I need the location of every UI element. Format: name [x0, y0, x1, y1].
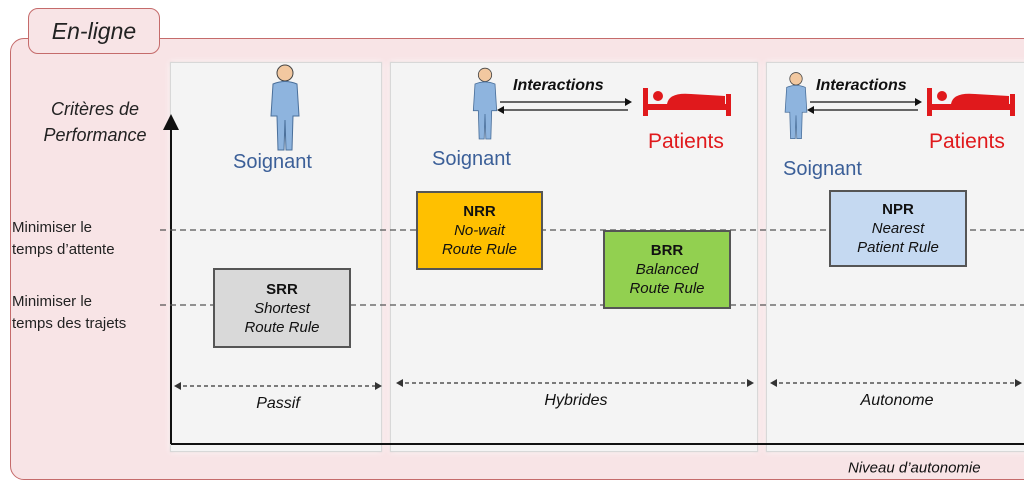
- caregiver-icon: [270, 64, 300, 151]
- panel-passif: [170, 62, 382, 452]
- nrr-code: NRR: [463, 203, 496, 220]
- bed-icon: [643, 88, 731, 116]
- npr-code: NPR: [882, 201, 914, 218]
- y-axis-label-line2: Performance: [43, 125, 147, 145]
- caregiver-label-autonomous: Soignant: [783, 158, 862, 180]
- interactions-label-hybrid: Interactions: [513, 77, 604, 94]
- level-hybrides: Hybrides: [544, 392, 608, 409]
- caregiver-label-hybrid: Soignant: [432, 148, 511, 170]
- y-axis-label-line1: Critères de: [50, 99, 140, 119]
- criterion-travel-line1: Minimiser le: [12, 293, 93, 310]
- caregiver-icon-autonomous: [784, 72, 808, 140]
- criterion-travel: Minimiser le temps des trajets: [12, 291, 126, 335]
- criterion-wait-line1: Minimiser le: [12, 219, 93, 236]
- level-passif: Passif: [256, 395, 300, 412]
- npr-name-line2: Patient Rule: [857, 239, 939, 256]
- criterion-wait-line2: temps d’attente: [12, 241, 115, 258]
- nrr-name-line2: Route Rule: [441, 241, 518, 258]
- nrr-box: NRR No-wait Route Rule: [416, 191, 543, 270]
- brr-name-line1: Balanced: [635, 261, 699, 278]
- criterion-wait: Minimiser le temps d’attente: [12, 217, 115, 261]
- caregiver-label-passif: Soignant: [233, 151, 312, 173]
- brr-box: BRR Balanced Route Rule: [603, 230, 731, 309]
- srr-box: SRR Shortest Route Rule: [213, 268, 351, 348]
- nrr-name-line1: No-wait: [454, 222, 505, 239]
- title-tab: En-ligne: [28, 8, 160, 54]
- npr-box: NPR Nearest Patient Rule: [829, 190, 967, 267]
- interactions-label-autonomous: Interactions: [816, 77, 907, 94]
- y-axis-label: Critères de Performance: [35, 96, 155, 148]
- patients-label-hybrid: Patients: [648, 130, 724, 153]
- title-text: En-ligne: [51, 17, 137, 44]
- srr-name-line2: Route Rule: [244, 318, 320, 336]
- caregiver-icon-hybrid: [472, 67, 498, 140]
- brr-code: BRR: [650, 242, 684, 259]
- npr-name-line1: Nearest: [871, 220, 925, 237]
- bed-icon-autonomous: [927, 88, 1015, 116]
- x-axis-label: Niveau d’autonomie: [848, 459, 981, 477]
- srr-name-line1: Shortest: [254, 299, 310, 317]
- srr-code: SRR: [266, 280, 298, 298]
- brr-name-line2: Route Rule: [629, 280, 705, 297]
- criterion-travel-line2: temps des trajets: [12, 315, 127, 332]
- level-autonome: Autonome: [860, 392, 934, 409]
- patients-label-autonomous: Patients: [929, 130, 1005, 153]
